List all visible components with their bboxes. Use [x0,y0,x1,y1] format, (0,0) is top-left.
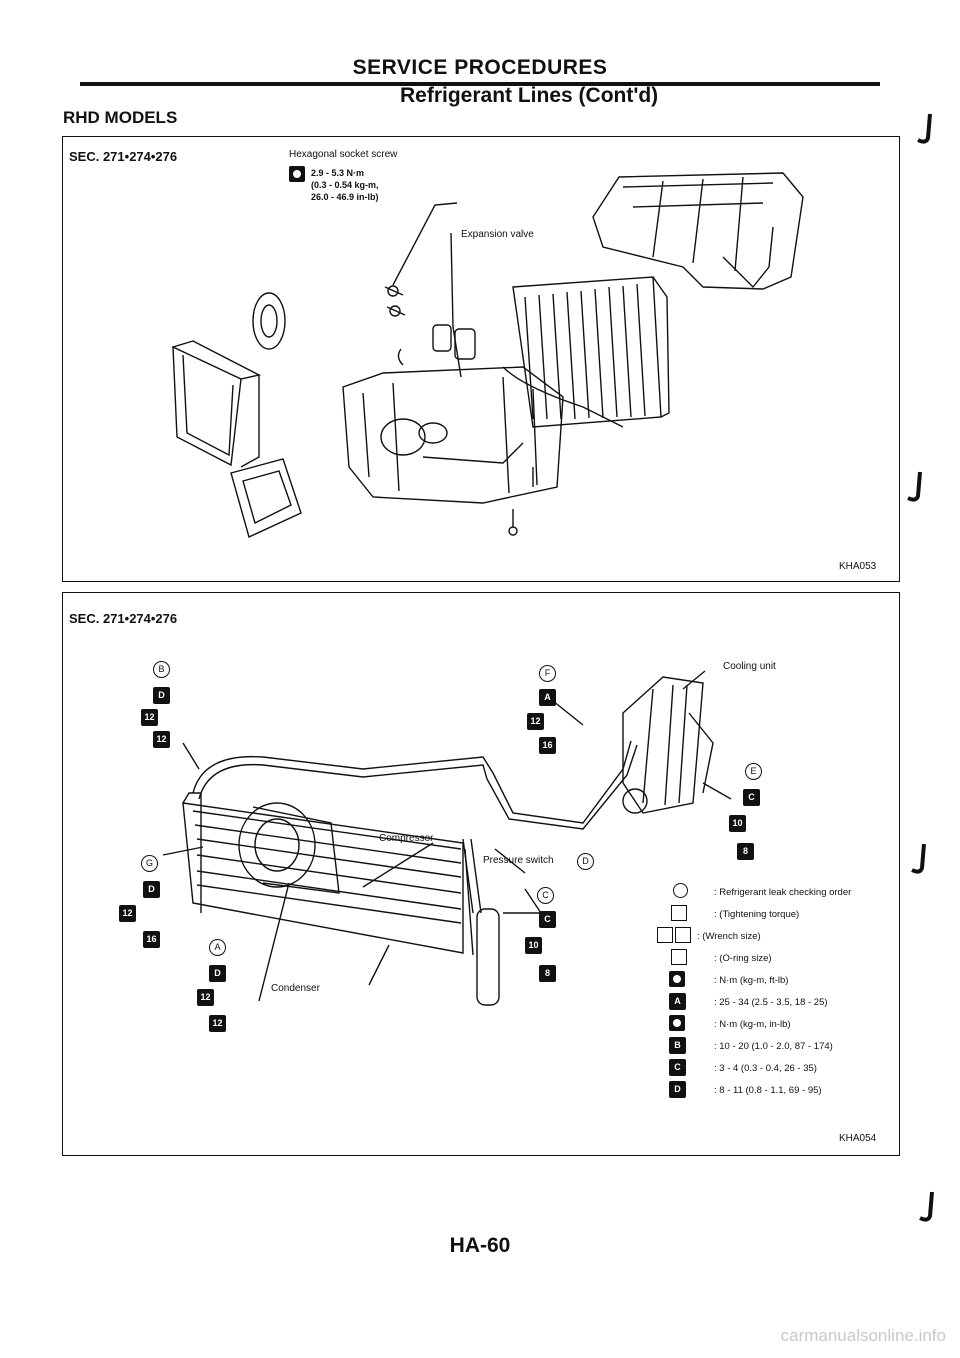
figure-code: KHA054 [839,1133,877,1144]
condenser-label: Condenser [271,983,320,994]
badge-b: B [669,1037,686,1054]
legend-row: : (O-ring size) [669,949,909,969]
figure-code: KHA053 [839,561,877,572]
legend-text: : 10 - 20 (1.0 - 2.0, 87 - 174) [714,1041,833,1052]
wrench-size-icon [675,927,691,943]
torque-icon [289,166,305,182]
oring-size-icon [671,949,687,965]
legend-row: A : 25 - 34 (2.5 - 3.5, 18 - 25) [669,993,909,1013]
page-title: SERVICE PROCEDURES [352,56,608,79]
header-rule [80,82,880,86]
torque-kgm: (0.3 - 0.54 kg-m, [311,180,379,190]
badge-tightening: 10 [525,937,542,954]
badge-oring: 16 [143,931,160,948]
callout-f: F [539,665,556,682]
badge-d: D [669,1081,686,1098]
badge-wrench: D [153,687,170,704]
margin-mark-icon [911,843,926,874]
callout-g: G [141,855,158,872]
torque-inlb: 26.0 - 46.9 in-lb) [311,192,379,202]
section-code: SEC. 271•274•276 [69,149,178,164]
legend-row: : (Wrench size) [657,927,909,947]
section-heading: RHD MODELS [63,108,178,127]
legend-text: : 8 - 11 (0.8 - 1.1, 69 - 95) [714,1085,822,1096]
watermark: carmanualsonline.info [780,1326,946,1345]
badge-oring: 8 [737,843,754,860]
badge-tightening: 12 [119,905,136,922]
legend-row: : (Tightening torque) [669,905,909,925]
badge-tightening: 12 [527,713,544,730]
compressor-label: Compressor [379,833,434,844]
badge-wrench: D [209,965,226,982]
badge-a: A [669,993,686,1010]
callout-d: D [577,853,594,870]
leak-order-icon [673,883,688,898]
badge-wrench: C [743,789,760,806]
pressure-switch-label: Pressure switch [483,855,554,866]
section-code: SEC. 271•274•276 [69,611,178,626]
callout-a: A [209,939,226,956]
legend-text: : (O-ring size) [714,953,772,964]
torque-nm: 2.9 - 5.3 N·m [311,168,365,178]
callout-b: B [153,661,170,678]
callout-e: E [745,763,762,780]
legend-row: : N·m (kg-m, ft-lb) [669,971,909,991]
legend-text: : N·m (kg-m, in-lb) [714,1019,791,1030]
legend-text: : N·m (kg-m, ft-lb) [714,975,789,986]
badge-oring: 16 [539,737,556,754]
refrigerant-lines-illustration [162,670,732,1006]
torque-icon [669,1015,685,1031]
badge-c: C [669,1059,686,1076]
legend-text: : 25 - 34 (2.5 - 3.5, 18 - 25) [714,997,828,1008]
legend-text: : Refrigerant leak checking order [714,887,852,898]
legend-text: : (Wrench size) [697,931,761,942]
legend-text: : (Tightening torque) [714,909,800,920]
legend-row: : Refrigerant leak checking order [669,883,909,903]
tightening-torque-icon [671,905,687,921]
torque-icon [669,971,685,987]
badge-oring: 8 [539,965,556,982]
figure-evaporator-exploded: SEC. 271•274•276 Hexagonal socket screw … [62,136,900,582]
legend-row: C : 3 - 4 (0.3 - 0.4, 26 - 35) [669,1059,909,1079]
margin-mark-icon [919,1191,934,1222]
badge-wrench: A [539,689,556,706]
badge-tightening: 10 [729,815,746,832]
page-subtitle: Refrigerant Lines (Cont'd) [400,84,659,107]
figure-refrigerant-lines: SEC. 271•274•276 [62,592,900,1156]
legend-row: B : 10 - 20 (1.0 - 2.0, 87 - 174) [669,1037,909,1057]
badge-tightening: 12 [141,709,158,726]
margin-mark-icon [917,113,932,144]
margin-mark-icon [907,471,922,502]
legend: : Refrigerant leak checking order : (Tig… [657,883,899,1133]
wrench-size-icon [657,927,673,943]
legend-text: : 3 - 4 (0.3 - 0.4, 26 - 35) [714,1063,817,1074]
evaporator-illustration [171,172,804,538]
cooling-unit-label: Cooling unit [723,661,776,672]
legend-row: D : 8 - 11 (0.8 - 1.1, 69 - 95) [669,1081,909,1101]
callout-c: C [537,887,554,904]
page-number: HA-60 [449,1234,511,1257]
screw-label: Hexagonal socket screw [289,149,398,160]
badge-tightening: 12 [197,989,214,1006]
legend-row: : N·m (kg-m, in-lb) [669,1015,909,1035]
badge-oring: 12 [209,1015,226,1032]
badge-wrench: C [539,911,556,928]
badge-wrench: D [143,881,160,898]
expansion-valve-label: Expansion valve [461,229,534,240]
badge-oring: 12 [153,731,170,748]
